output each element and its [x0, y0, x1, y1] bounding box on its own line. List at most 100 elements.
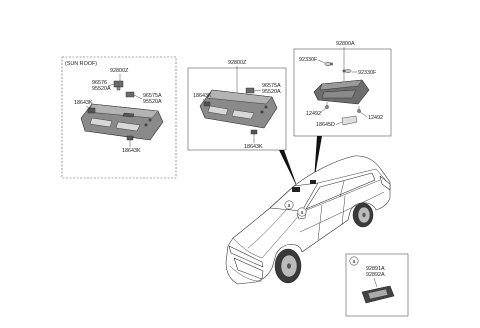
- location-marker-a: a: [297, 207, 307, 217]
- leader-line: [335, 121, 343, 125]
- leader-line: [85, 105, 91, 110]
- callout-bulb-socket[interactable]: 95520A: [92, 86, 111, 92]
- callout-bulb[interactable]: 96575A: [262, 83, 281, 89]
- console-lens-right: [115, 121, 141, 132]
- bulb-socket-body: [113, 80, 124, 88]
- bulb-glass: [344, 69, 352, 73]
- console-button: [264, 105, 268, 109]
- bulb-socket-pin: [116, 86, 121, 91]
- headlamp: [228, 245, 264, 268]
- leader-line: [317, 59, 326, 64]
- callout-clip-lower[interactable]: 18643K: [244, 144, 263, 150]
- console-button: [144, 123, 148, 127]
- screw-left-part: [325, 102, 329, 109]
- console-lens-left: [207, 105, 229, 116]
- bulb-right-part: [125, 91, 135, 98]
- marker-letter: a: [301, 210, 304, 216]
- lamp-housing-window: [321, 89, 357, 99]
- hood-crease: [247, 209, 287, 249]
- bulb-right-part: [342, 69, 352, 73]
- room-lamp-housing: [313, 79, 370, 105]
- marker-letter: a: [288, 203, 291, 209]
- bulb-cap: [330, 62, 333, 66]
- detail-marker-letter: a: [353, 259, 356, 265]
- clip-lower-part: [126, 135, 134, 141]
- room-lamp-group-frame: [293, 48, 392, 137]
- overhead-console-assembly-part-no[interactable]: 92800Z: [228, 60, 247, 66]
- clip-upper-part: [203, 101, 211, 107]
- leader-line: [359, 111, 368, 118]
- console-button: [148, 118, 152, 122]
- roof-edge: [317, 168, 377, 184]
- callout-bulb-left[interactable]: 92330F: [299, 57, 318, 63]
- bulb-left-part: [324, 62, 333, 66]
- front-wheel: [274, 248, 302, 284]
- rear-lamp: [379, 175, 391, 191]
- marker-circle: [297, 207, 307, 217]
- callout-clip-upper[interactable]: 18643K: [74, 100, 93, 106]
- bulb-glass: [324, 62, 332, 66]
- location-arrow-overhead-console: [279, 150, 298, 189]
- overhead-console-location: [292, 187, 300, 192]
- callout-screw-left[interactable]: 12492: [306, 111, 321, 117]
- room-lamp-group: 92800A 92330F 92330F 12492 12492: [293, 41, 392, 137]
- side-windows: [305, 172, 376, 210]
- lens-part: [341, 115, 358, 126]
- callout-bulb[interactable]: 96576: [92, 80, 107, 86]
- detail-marker-circle: [349, 256, 359, 266]
- clip-upper-part: [87, 107, 96, 114]
- leader-line: [253, 89, 262, 92]
- detail-a-frame: [345, 253, 409, 317]
- detail-a-group: a 92891A 92892A: [345, 253, 409, 317]
- hood-front-edge: [232, 237, 263, 259]
- rear-wheel: [352, 202, 374, 228]
- callout-clip-lower[interactable]: 18643K: [122, 148, 141, 154]
- callout-lamp-left[interactable]: 92891A: [366, 266, 385, 272]
- callout-screw-right[interactable]: 12492: [368, 115, 383, 121]
- door-line-rear: [341, 195, 346, 226]
- location-marker-a: a: [284, 200, 294, 210]
- callout-bulb-right[interactable]: 92330F: [358, 70, 377, 76]
- leader-line: [373, 277, 378, 288]
- overhead-console: [199, 89, 278, 129]
- vanity-lamp-lens: [367, 288, 389, 300]
- sunroof-assembly-part-no[interactable]: 92800Z: [110, 68, 129, 74]
- location-arrow-room-lamp: [314, 136, 322, 181]
- bulb-socket-part: [245, 87, 255, 94]
- bulb-cap: [342, 69, 346, 73]
- marker-circle: [284, 200, 294, 210]
- callout-bulb-right-socket[interactable]: 95520A: [143, 99, 162, 105]
- clip-lower-part: [250, 129, 258, 135]
- room-lamp-assembly-part-no[interactable]: 92800A: [336, 41, 355, 47]
- hub: [362, 212, 366, 218]
- room-lamp-location: [310, 180, 316, 184]
- front-grille: [233, 257, 264, 280]
- vanity-lamp-part: [361, 285, 395, 304]
- leader-line: [133, 94, 143, 100]
- lamp-housing-top: [319, 79, 363, 91]
- callout-bulb-right[interactable]: 96575A: [143, 93, 162, 99]
- vehicle-illustration: a a: [225, 155, 391, 285]
- sunroof-overhead-console: [80, 103, 164, 141]
- callout-bulb-socket[interactable]: 95520A: [262, 89, 281, 95]
- callout-lens[interactable]: 18645D: [316, 122, 335, 128]
- sunroof-group: (SUN ROOF) 92800Z 96576 95520A 96575A 95…: [61, 56, 177, 179]
- hub: [287, 263, 291, 269]
- beltline: [301, 179, 381, 213]
- sunroof-tag: (SUN ROOF): [65, 61, 97, 67]
- leader-line: [202, 98, 207, 103]
- console-top-face: [206, 89, 273, 105]
- callout-lamp-right[interactable]: 92892A: [366, 272, 385, 278]
- callout-clip-upper[interactable]: 18643K: [193, 93, 212, 99]
- bulb-socket-part: [113, 80, 124, 91]
- console-button: [260, 110, 264, 114]
- overhead-console-group: 92800Z 18643K 96575A 95520A 18643K: [187, 60, 287, 151]
- b-pillar: [339, 180, 345, 198]
- sunroof-group-frame: [61, 56, 177, 179]
- console-lens-left: [89, 117, 113, 128]
- screw-right-part: [357, 106, 361, 113]
- leader-line: [107, 83, 115, 87]
- console-lens-right: [231, 109, 255, 120]
- side-character-line: [299, 191, 385, 233]
